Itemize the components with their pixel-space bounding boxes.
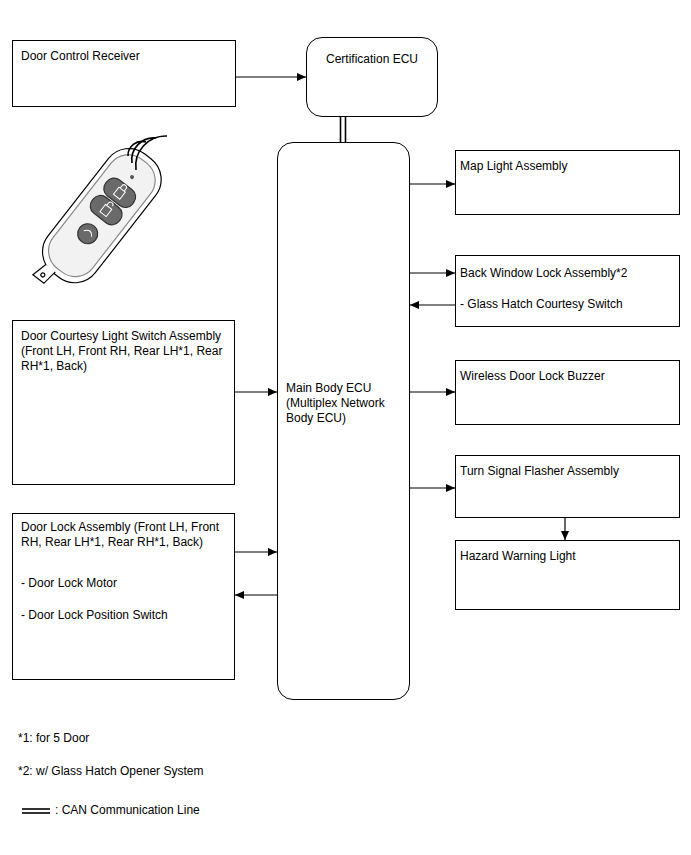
box-title: Certification ECU bbox=[313, 52, 431, 67]
signal-arrow bbox=[410, 180, 455, 188]
signal-arrow bbox=[235, 591, 277, 599]
footnote: *1: for 5 Door bbox=[18, 731, 89, 746]
switch-box: Door Courtesy Light Switch Assembly (Fro… bbox=[12, 320, 235, 485]
component-box: Turn Signal Flasher Assembly bbox=[455, 455, 680, 518]
box-title: Hazard Warning Light bbox=[460, 549, 675, 564]
component-box: Hazard Warning Light bbox=[455, 540, 680, 610]
box-title: Main Body ECU (Multiplex Network Body EC… bbox=[286, 381, 401, 426]
signal-arrow bbox=[561, 518, 569, 540]
box-item: - Door Lock Motor bbox=[21, 576, 226, 591]
box-title: Map Light Assembly bbox=[460, 159, 675, 174]
signal-arrow bbox=[410, 301, 455, 309]
component-box: Back Window Lock Assembly*2 - Glass Hatch… bbox=[455, 255, 680, 327]
signal-arrow bbox=[410, 388, 455, 396]
signal-arrow bbox=[235, 388, 277, 396]
signal-arrow bbox=[410, 269, 455, 277]
signal-arrow bbox=[410, 484, 455, 492]
receiver-box: Door Control Receiver bbox=[12, 40, 236, 107]
legend-text: : CAN Communication Line bbox=[55, 803, 200, 818]
door-lock-box: Door Lock Assembly (Front LH, Front RH, … bbox=[12, 513, 235, 680]
can-line bbox=[341, 117, 346, 142]
box-title: Wireless Door Lock Buzzer bbox=[460, 369, 675, 384]
box-title: Turn Signal Flasher Assembly bbox=[460, 464, 675, 479]
signal-arrow bbox=[236, 73, 306, 81]
footnote: *2: w/ Glass Hatch Opener System bbox=[18, 764, 203, 779]
component-box: Wireless Door Lock Buzzer bbox=[455, 360, 680, 425]
ecu-box: Main Body ECU (Multiplex Network Body EC… bbox=[277, 142, 410, 700]
ecu-box: Certification ECU bbox=[306, 37, 438, 117]
box-item: - Glass Hatch Courtesy Switch bbox=[460, 297, 675, 312]
component-box: Map Light Assembly bbox=[455, 150, 680, 215]
signal-arrow bbox=[235, 548, 277, 556]
box-title: Door Control Receiver bbox=[21, 49, 227, 64]
box-title: Door Courtesy Light Switch Assembly (Fro… bbox=[21, 329, 226, 374]
box-title: Door Lock Assembly (Front LH, Front RH, … bbox=[21, 520, 226, 550]
box-title: Back Window Lock Assembly*2 bbox=[460, 266, 675, 281]
box-item: - Door Lock Position Switch bbox=[21, 608, 226, 623]
